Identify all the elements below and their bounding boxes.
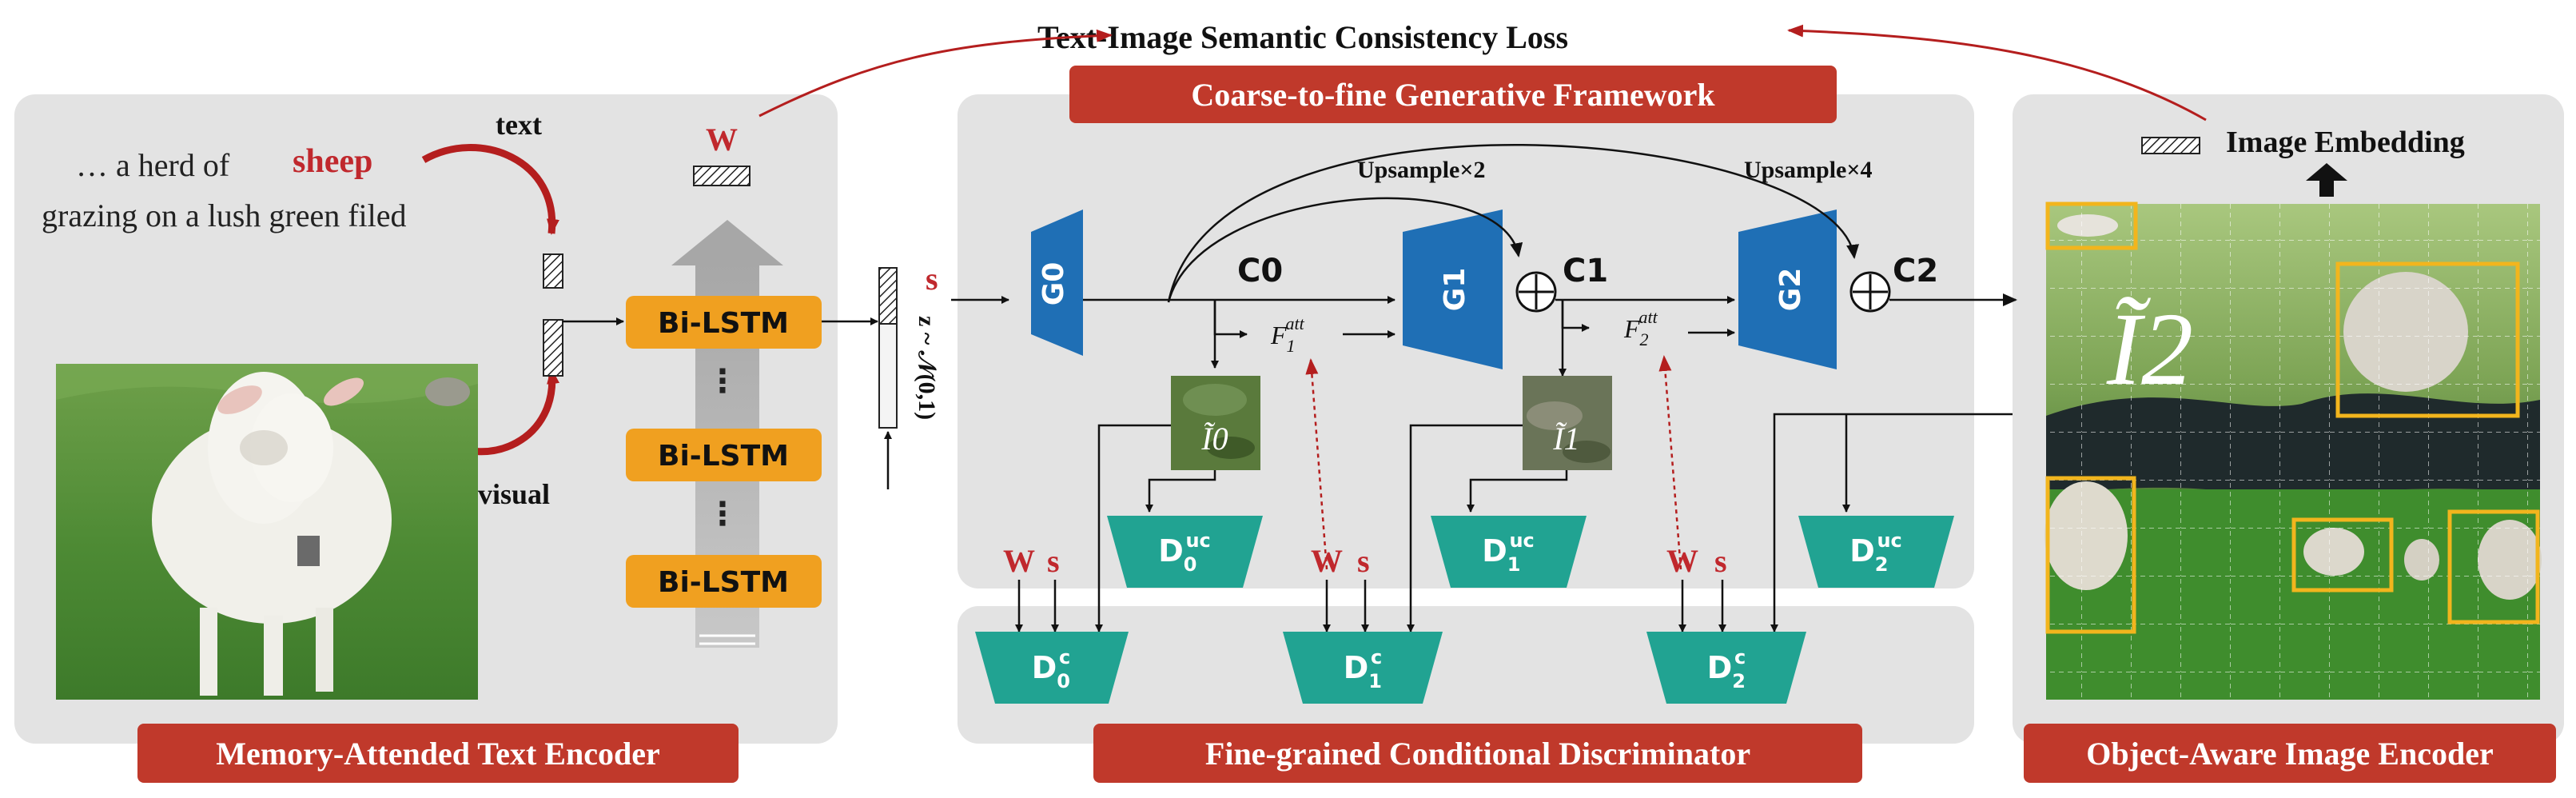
ws-s-2: s (1714, 543, 1727, 579)
f2att-label: F2att (1623, 307, 1658, 349)
lstm-dots-2: ⋮ (707, 496, 739, 533)
text-vector (543, 253, 563, 289)
svg-text:G0: G0 (1037, 262, 1070, 306)
s-label: s (926, 261, 938, 297)
upward-arrow-icon (2306, 163, 2347, 197)
svg-text:Ĩ1: Ĩ1 (1552, 421, 1579, 457)
upsample-2-label: Upsample×2 (1357, 157, 1485, 183)
generated-image-0: Ĩ0 (1171, 376, 1260, 470)
generator-title-badge: Coarse-to-fine Generative Framework (1069, 66, 1837, 123)
ws-s-1: s (1357, 543, 1370, 579)
lstm-dots-1: ⋮ (707, 363, 739, 400)
attention-arrow-1 (1305, 358, 1328, 570)
svg-text:Bi-LSTM: Bi-LSTM (658, 307, 789, 340)
visual-vector (543, 319, 563, 377)
c1-label: C1 (1563, 253, 1608, 289)
svg-text:G1: G1 (1439, 268, 1471, 312)
object-box-4 (2291, 517, 2394, 593)
generator-g0: G0 (1031, 209, 1083, 356)
noise-label: z ~ 𝒩(0,1) (914, 316, 940, 420)
sentence-line2: grazing on a lush green filed (42, 198, 407, 233)
image-embedding-label: Image Embedding (2226, 126, 2465, 159)
generator-g2: G2 (1738, 209, 1837, 369)
object-box-3 (2045, 476, 2136, 634)
svg-text:Memory-Attended Text Encoder: Memory-Attended Text Encoder (216, 736, 659, 772)
ws-w-1: W (1311, 543, 1343, 579)
lstm-box-3: Bi-LSTM (626, 555, 822, 608)
upsample-2-arrow (1167, 197, 1523, 303)
svg-text:D0uc: D0uc (1158, 529, 1211, 576)
svg-text:D1c: D1c (1344, 646, 1382, 692)
ws-w-0: W (1003, 543, 1035, 579)
svg-text:D0c: D0c (1032, 646, 1070, 692)
discriminator-d2c: D2c (1646, 632, 1806, 704)
discriminator-d2uc: D2uc (1798, 516, 1954, 588)
object-box-2 (2335, 261, 2520, 418)
discriminator-title-badge: Fine-grained Conditional Discriminator (1093, 724, 1862, 783)
svg-text:D2c: D2c (1707, 646, 1746, 692)
lstm-box-2: Bi-LSTM (626, 429, 822, 481)
ws-s-0: s (1047, 543, 1060, 579)
sentence-keyword: sheep (293, 143, 372, 180)
upsample-4-arrow (1167, 144, 1859, 303)
upsample-4-label: Upsample×4 (1744, 157, 1872, 183)
object-box-1 (2045, 201, 2138, 250)
plus-circle-icon (1515, 271, 1557, 313)
svg-text:Bi-LSTM: Bi-LSTM (658, 440, 789, 473)
svg-text:Ĩ0: Ĩ0 (1200, 421, 1228, 457)
c2-label: C2 (1893, 253, 1938, 289)
generator-g1: G1 (1403, 209, 1503, 369)
plus-circle-icon (1849, 271, 1891, 313)
ws-w-2: W (1666, 543, 1698, 579)
generated-image-2: Ĩ2 (2044, 201, 2542, 700)
object-box-5 (2447, 509, 2540, 624)
visual-tag: visual (478, 478, 550, 510)
discriminator-d0uc: D0uc (1107, 516, 1263, 588)
loss-arrow-left (758, 29, 1113, 118)
w-label-top: W (706, 122, 738, 158)
sentence-prefix: … a herd of (76, 147, 230, 183)
svg-text:D2uc: D2uc (1849, 529, 1902, 576)
loss-arrow-right (1787, 24, 2207, 122)
image-embedding-vector (2141, 137, 2200, 154)
discriminator-d1c: D1c (1283, 632, 1443, 704)
w-vector (693, 166, 751, 186)
loss-title: Text-Image Semantic Consistency Loss (1037, 19, 1568, 55)
svg-text:Coarse-to-fine Generative Fram: Coarse-to-fine Generative Framework (1191, 77, 1715, 113)
svg-text:Fine-grained Conditional Discr: Fine-grained Conditional Discriminator (1205, 736, 1750, 772)
text-curve-arrow (421, 144, 559, 235)
text-tag: text (496, 109, 542, 141)
attention-arrow-2 (1658, 355, 1682, 570)
svg-text:Object-Aware Image Encoder: Object-Aware Image Encoder (2086, 736, 2494, 772)
lstm-box-1: Bi-LSTM (626, 296, 822, 349)
svg-text:G2: G2 (1774, 268, 1807, 312)
c0-label: C0 (1237, 253, 1283, 289)
discriminator-d1uc: D1uc (1431, 516, 1587, 588)
z-vector (878, 323, 898, 429)
discriminator-d0c: D0c (975, 632, 1129, 704)
sheep-photo (56, 364, 478, 700)
s-vector (878, 267, 898, 325)
svg-text:D1uc: D1uc (1482, 529, 1535, 576)
f1att-label: F1att (1270, 313, 1305, 356)
svg-text:Bi-LSTM: Bi-LSTM (658, 566, 789, 599)
svg-text:Ĩ2: Ĩ2 (2106, 292, 2193, 407)
image-encoder-title-badge: Object-Aware Image Encoder (2024, 724, 2556, 783)
generated-image-1: Ĩ1 (1523, 376, 1612, 470)
text-encoder-title-badge: Memory-Attended Text Encoder (137, 724, 739, 783)
